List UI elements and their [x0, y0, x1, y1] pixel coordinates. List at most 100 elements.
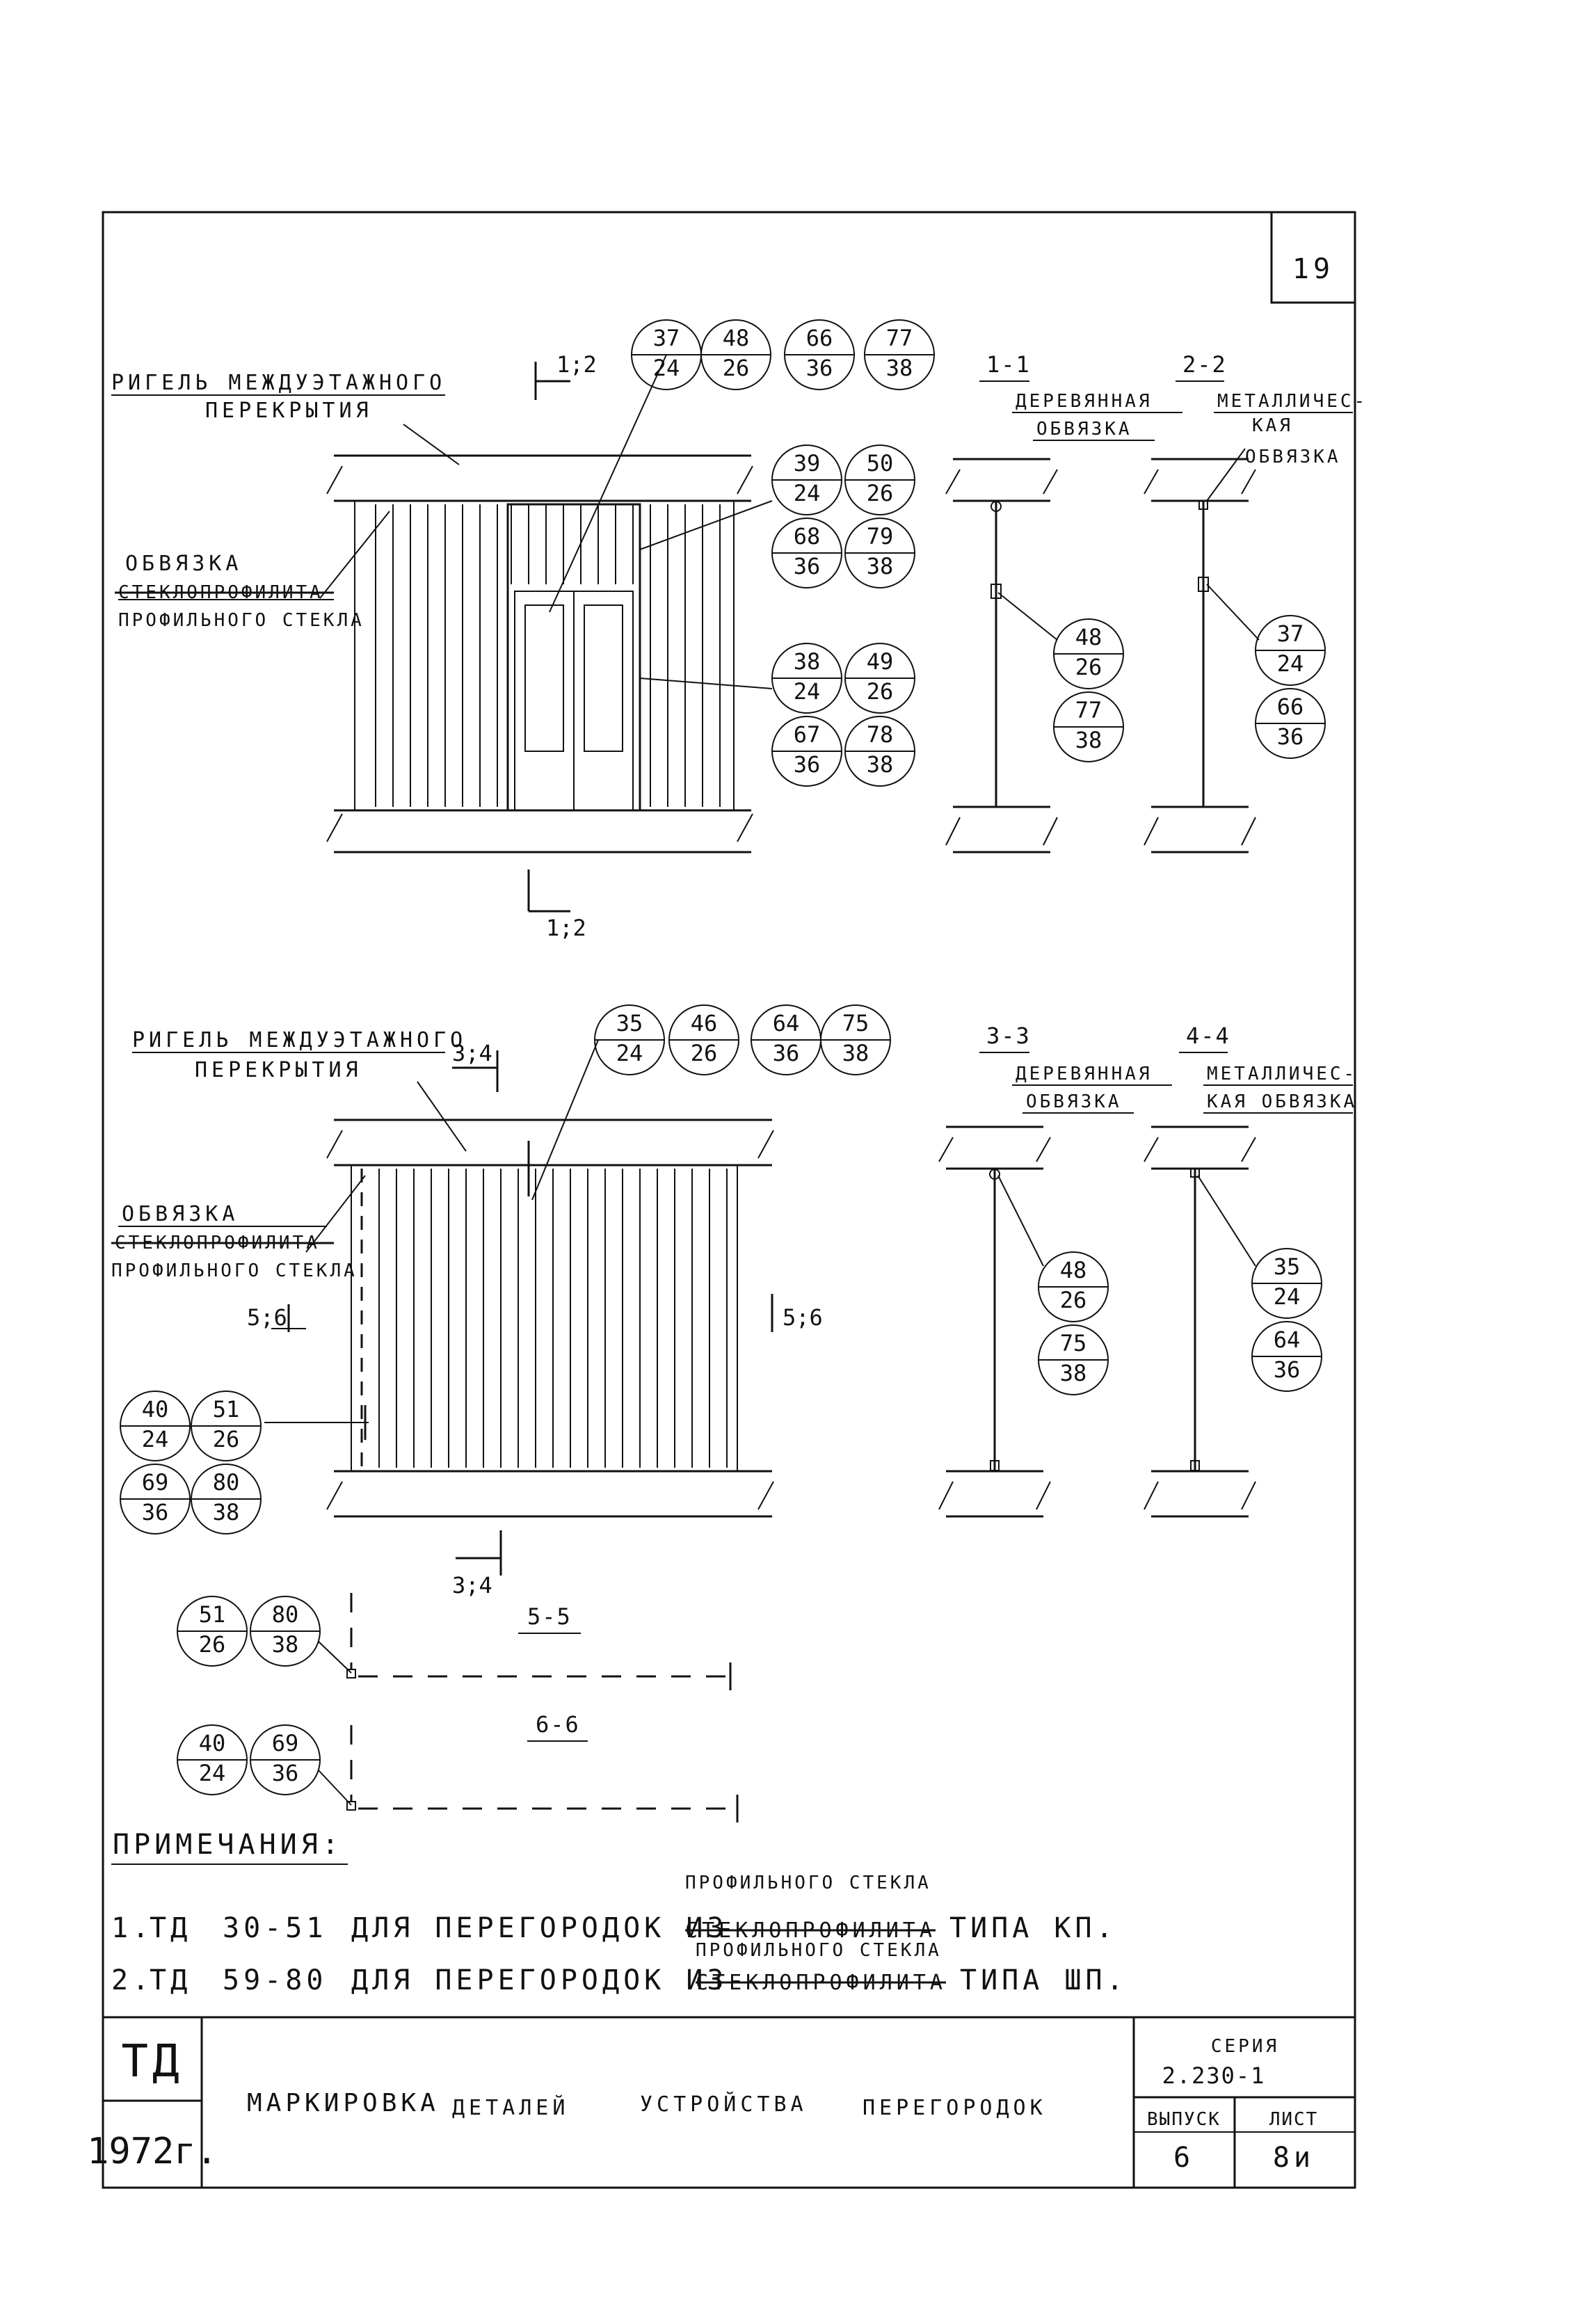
svg-text:37: 37 [653, 325, 680, 351]
lower-mark-56-left: 5;6 [247, 1304, 287, 1331]
stamp-year: 1972г. [87, 2131, 218, 2172]
lower-mark-34-top: 3;4 [452, 1040, 492, 1066]
svg-text:38: 38 [1075, 727, 1102, 753]
upper-obvyazka-label: ОБВЯЗКА [125, 552, 242, 576]
door-leaf-glass-right [584, 604, 623, 752]
svg-text:26: 26 [867, 480, 894, 506]
svg-text:24: 24 [794, 678, 821, 705]
svg-text:24: 24 [1277, 650, 1304, 677]
svg-text:38: 38 [213, 1499, 240, 1525]
svg-text:26: 26 [1075, 654, 1102, 680]
svg-text:2.: 2. [111, 1964, 153, 1996]
svg-text:36: 36 [142, 1499, 169, 1525]
svg-text:77: 77 [886, 325, 913, 351]
svg-text:38: 38 [867, 751, 894, 778]
svg-text:КАЯ: КАЯ [1252, 415, 1293, 436]
svg-text:38: 38 [794, 648, 821, 675]
svg-text:36: 36 [794, 751, 821, 778]
svg-text:38: 38 [1060, 1360, 1087, 1386]
svg-text:66: 66 [806, 325, 833, 351]
svg-text:48: 48 [1060, 1257, 1087, 1283]
section-5-5-title: 5-5 [527, 1603, 572, 1630]
svg-text:26: 26 [691, 1040, 718, 1066]
section-1-1-title: 1-1 [986, 351, 1031, 378]
svg-text:КАЯ ОБВЯЗКА: КАЯ ОБВЯЗКА [1207, 1091, 1357, 1112]
svg-text:ТИПА ШП.: ТИПА ШП. [960, 1964, 1128, 1996]
stamp-sheet-value: 8и [1273, 2142, 1315, 2174]
svg-text:50: 50 [867, 450, 894, 476]
svg-text:36: 36 [806, 355, 833, 381]
section-3-3-title: 3-3 [986, 1023, 1031, 1049]
svg-text:51: 51 [199, 1601, 226, 1628]
stamp-title-word-2: ДЕТАЛЕЙ [452, 2095, 569, 2120]
section-6-6-title: 6-6 [536, 1711, 580, 1738]
svg-text:69: 69 [142, 1469, 169, 1496]
upper-section-mark-bottom: 1;2 [546, 915, 586, 941]
svg-text:35: 35 [1274, 1253, 1301, 1280]
lower-mark-34-bottom: 3;4 [452, 1572, 492, 1598]
svg-text:1.: 1. [111, 1912, 153, 1944]
svg-text:26: 26 [723, 355, 750, 381]
notes-block: ПРИМЕЧАНИЯ: ПРОФИЛЬНОГО СТЕКЛА 1. ТД 30-… [111, 1829, 1128, 1996]
svg-text:40: 40 [142, 1396, 169, 1423]
section-4-4-title: 4-4 [1186, 1023, 1230, 1049]
upper-rigel-label-2: ПЕРЕКРЫТИЯ [205, 399, 373, 423]
svg-text:24: 24 [794, 480, 821, 506]
svg-text:ДЛЯ ПЕРЕГОРОДОК ИЗ: ДЛЯ ПЕРЕГОРОДОК ИЗ [351, 1964, 728, 1996]
lower-mark-56-right: 5;6 [783, 1304, 823, 1331]
svg-text:30-51: 30-51 [223, 1912, 327, 1944]
svg-text:38: 38 [886, 355, 913, 381]
svg-text:36: 36 [272, 1760, 299, 1786]
svg-text:51: 51 [213, 1396, 240, 1423]
svg-text:37: 37 [1277, 620, 1304, 647]
svg-text:66: 66 [1277, 694, 1304, 720]
svg-text:67: 67 [794, 721, 821, 748]
svg-text:40: 40 [199, 1730, 226, 1756]
notes-heading: ПРИМЕЧАНИЯ: [113, 1829, 343, 1861]
sheet-number-box: 19 [1270, 211, 1356, 304]
svg-text:49: 49 [867, 648, 894, 675]
svg-text:МЕТАЛЛИЧЕС-: МЕТАЛЛИЧЕС- [1217, 391, 1368, 412]
svg-text:26: 26 [1060, 1287, 1087, 1313]
lower-profile-label: ПРОФИЛЬНОГО СТЕКЛА [111, 1260, 358, 1281]
svg-text:26: 26 [867, 678, 894, 705]
svg-text:36: 36 [773, 1040, 800, 1066]
svg-text:ОБВЯЗКА: ОБВЯЗКА [1036, 419, 1132, 440]
svg-text:24: 24 [616, 1040, 643, 1066]
sheet-number: 19 [1292, 253, 1334, 285]
svg-text:24: 24 [199, 1760, 226, 1786]
svg-text:35: 35 [616, 1010, 643, 1036]
upper-section-mark-top: 1;2 [556, 351, 597, 378]
stamp-issue-label: ВЫПУСК [1147, 2109, 1221, 2130]
lower-rigel-label-1: РИГЕЛЬ МЕЖДУЭТАЖНОГО [132, 1028, 467, 1052]
upper-glass-profiles-right [650, 504, 721, 807]
